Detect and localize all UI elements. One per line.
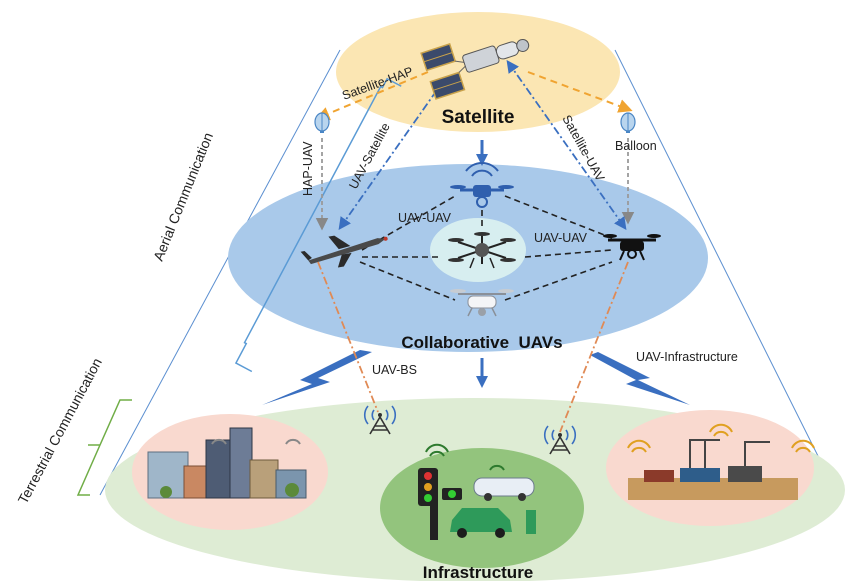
link-uav-bs-left [317,261,379,413]
black-quadcopter-icon [603,234,661,261]
lightning-left-icon [262,350,372,405]
white-quadcopter-icon [450,289,514,317]
balloon-label: Balloon [615,139,657,153]
base-station-right-icon [543,425,577,455]
balloon-left-icon [314,112,330,133]
terrestrial-brace [76,399,132,496]
infrastructure-title: Infrastructure [423,563,534,581]
balloon-right-icon [620,112,636,133]
uav-uav-label-right: UAV-UAV [534,231,588,245]
hexacopter-icon [448,232,516,269]
city-buildings-icon [147,427,307,499]
link-uav-bs-right [559,261,629,433]
fixed-wing-uav-icon [300,235,388,268]
satellite-icon [420,38,530,100]
uav-bs-link-label: UAV-BS [372,363,417,377]
cone-outline [99,49,841,501]
base-station-left-icon [363,405,397,435]
traffic-scene-icon [418,443,536,540]
link-uav-satellite-left [338,77,446,231]
link-uav-satellite-right [506,59,627,231]
satellite-layer-title: Satellite [442,107,515,128]
port-cranes-icon [627,423,815,500]
uav-infrastructure-link-label: UAV-Infrastructure [636,350,738,364]
lightning-right-icon [590,352,690,405]
uav-uav-label-left: UAV-UAV [398,211,452,225]
aerial-communication-label: Aerial Communication [150,130,216,263]
terrestrial-communication-label: Terrestrial Communication [15,355,105,506]
hap-uav-link-label: HAP-UAV [301,141,315,196]
link-satellite-hap-left [315,71,429,121]
blue-drone-icon [450,162,514,208]
collaborative-uavs-title: Collaborative UAVs [401,333,562,352]
uav-mesh-links [359,195,613,301]
